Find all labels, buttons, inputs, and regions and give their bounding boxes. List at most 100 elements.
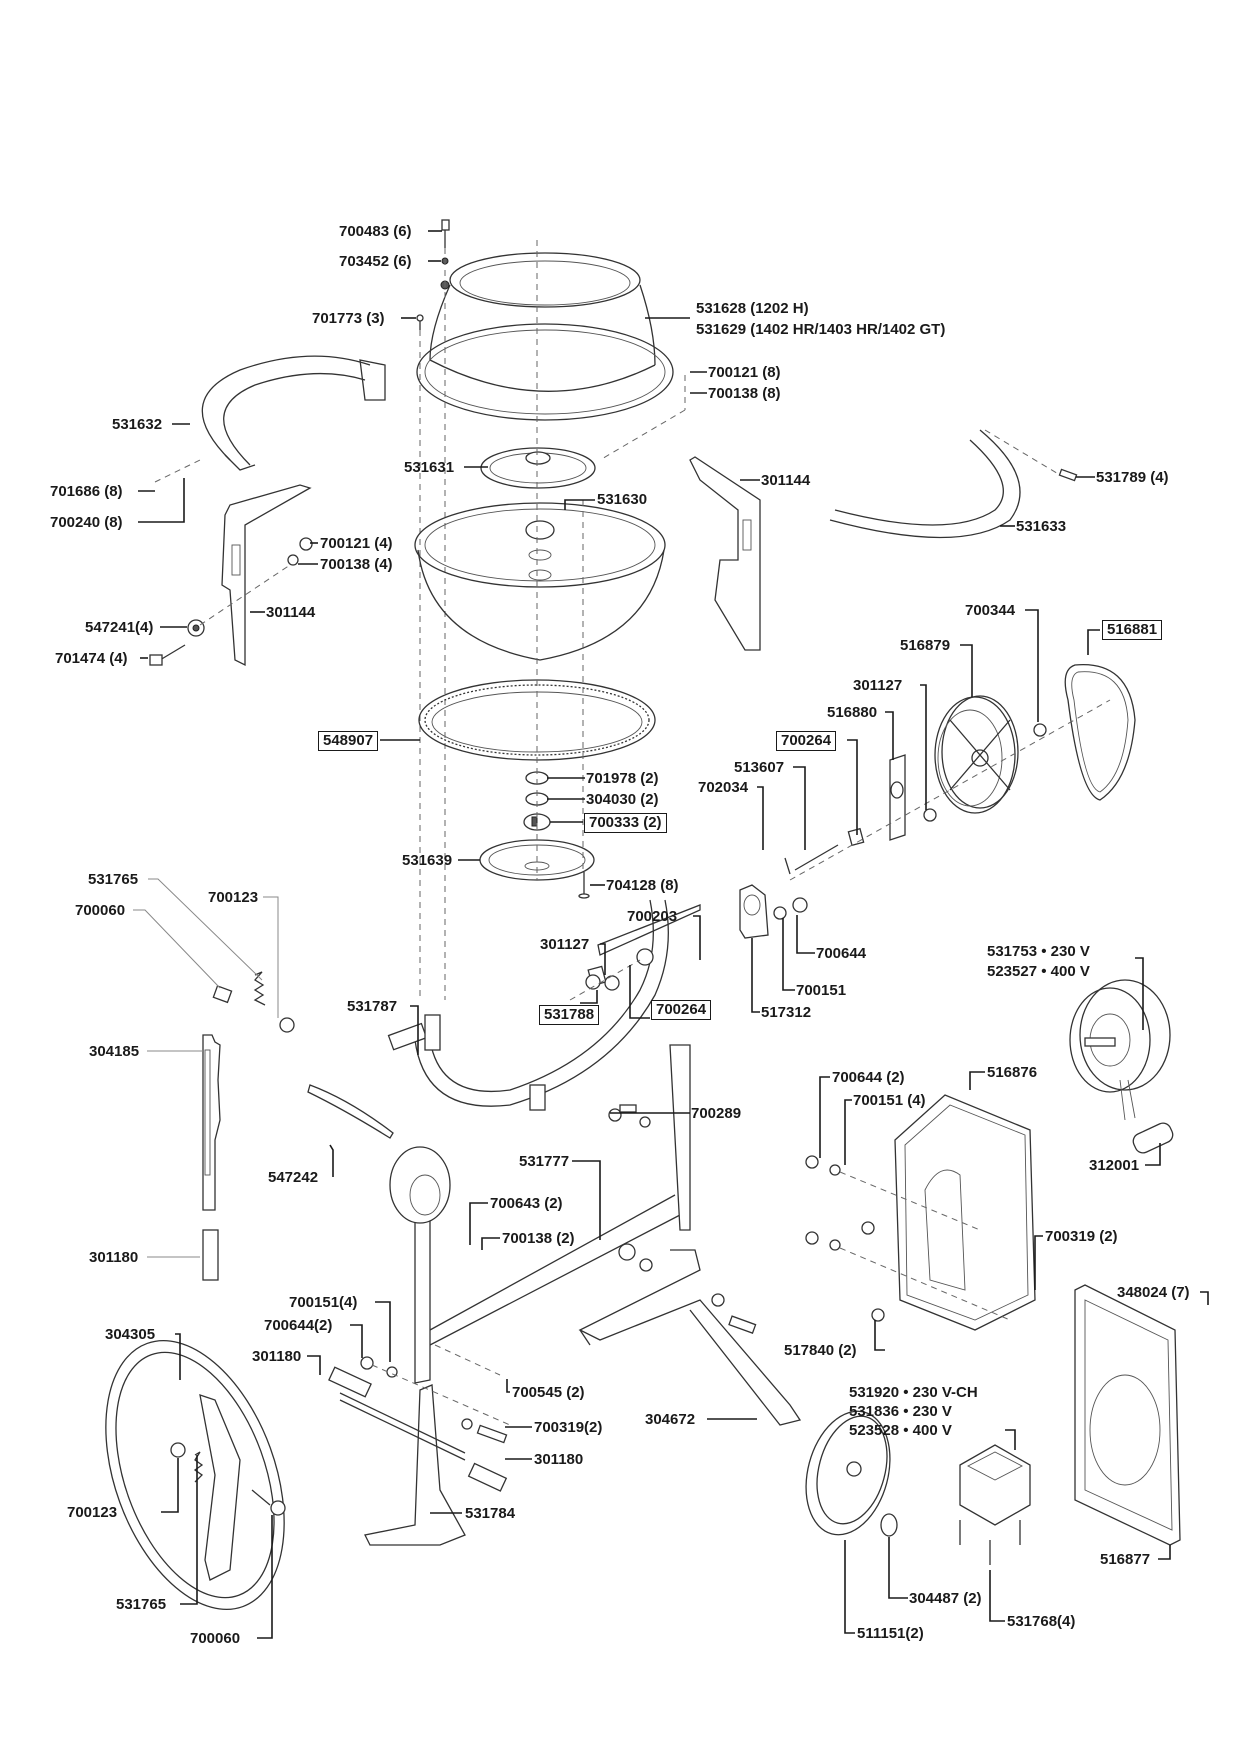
part-label-531777: 531777 [519, 1153, 570, 1170]
plate-531631 [480, 447, 596, 489]
part-label-301144-right: 301144 [761, 472, 811, 489]
part-label-511151: 511151(2) [857, 1625, 924, 1642]
part-label-516877: 516877 [1100, 1551, 1151, 1568]
part-label-700138-8: 700138 (8) [708, 385, 781, 402]
part-label-701978: 701978 (2) [586, 770, 659, 787]
part-label-517840: 517840 (2) [784, 1342, 857, 1359]
pinion-531788 [569, 959, 641, 1001]
part-label-700319-2-housing: 700319 (2) [1045, 1228, 1118, 1245]
part-label-700644-2-frame: 700644(2) [264, 1317, 333, 1334]
nut-washer-left [149, 459, 313, 666]
capacitor-312001 [1132, 1122, 1174, 1154]
hoop-531632 [201, 355, 386, 471]
part-label-531836: 531836 • 230 V [849, 1403, 952, 1420]
part-label-700644: 700644 [816, 945, 867, 962]
part-label-700264-lower: 700264 [651, 1000, 712, 1020]
part-label-301127-lower: 301127 [540, 936, 590, 953]
part-label-304672: 304672 [645, 1411, 696, 1428]
part-label-531787: 531787 [347, 998, 398, 1015]
part-label-700138-2: 700138 (2) [502, 1230, 575, 1247]
part-label-304487: 304487 (2) [909, 1590, 982, 1607]
part-label-548907: 548907 [318, 731, 379, 751]
hoop-531633 [829, 429, 1078, 539]
part-label-701686: 701686 (8) [50, 483, 123, 500]
leg-304672 [578, 1243, 802, 1426]
part-label-700060-upper: 700060 [75, 902, 126, 919]
housing-517312 [739, 884, 808, 939]
cover-516877 [1074, 1284, 1181, 1546]
part-label-700123-upper: 700123 [208, 889, 259, 906]
part-label-700138-4: 700138 (4) [320, 556, 393, 573]
leader-lines [133, 230, 1209, 1639]
part-label-304185: 304185 [89, 1043, 140, 1060]
part-label-531765-lower: 531765 [116, 1596, 167, 1613]
part-label-301144-left: 301144 [266, 604, 316, 621]
part-label-301180-upper: 301180 [89, 1249, 139, 1266]
part-label-531765-upper: 531765 [88, 871, 139, 888]
part-label-304305: 304305 [105, 1326, 156, 1343]
part-label-531628: 531628 (1202 H) [696, 300, 809, 317]
part-label-547242: 547242 [268, 1169, 319, 1186]
clip-700344 [1033, 723, 1047, 737]
foot-stand-531784 [328, 1344, 511, 1546]
part-label-700483: 700483 (6) [339, 223, 412, 240]
part-label-547241: 547241(4) [85, 619, 154, 636]
part-label-704128: 704128 (8) [606, 877, 679, 894]
wheel-511151 [805, 1410, 898, 1537]
part-label-700060-lower: 700060 [190, 1630, 241, 1647]
part-label-531639: 531639 [402, 852, 453, 869]
part-label-701773: 701773 (3) [312, 310, 385, 327]
part-label-531768: 531768(4) [1007, 1613, 1076, 1630]
part-label-304030: 304030 (2) [586, 791, 659, 808]
part-label-301180-lower: 301180 [534, 1451, 584, 1468]
bracket-301144-left [221, 484, 312, 667]
part-label-700240: 700240 (8) [50, 514, 123, 531]
part-label-700151-4: 700151 (4) [853, 1092, 926, 1109]
part-label-312001: 312001 [1089, 1157, 1140, 1174]
strip-547242 [307, 1084, 394, 1139]
pulley-516879 [934, 695, 1019, 814]
part-label-701474: 701474 (4) [55, 650, 128, 667]
part-label-531784: 531784 [465, 1505, 516, 1522]
part-label-513607: 513607 [734, 759, 785, 776]
part-label-531789: 531789 (4) [1096, 469, 1169, 486]
part-label-700123-lower: 700123 [67, 1504, 118, 1521]
part-label-516876: 516876 [987, 1064, 1038, 1081]
part-label-700643: 700643 (2) [490, 1195, 563, 1212]
drum-top-cone [416, 252, 674, 421]
motor-531753 [1069, 979, 1171, 1121]
part-label-700151: 700151 [796, 982, 847, 999]
handle-304185 [202, 1034, 221, 1281]
lever-parts-left [212, 971, 295, 1033]
bolt-700483 [440, 219, 450, 1000]
part-label-703452: 703452 (6) [339, 253, 412, 270]
part-label-531633: 531633 [1016, 518, 1067, 535]
part-label-700121-4: 700121 (4) [320, 535, 393, 552]
part-label-700151-4-frame: 700151(4) [289, 1294, 358, 1311]
housing-516876 [894, 1094, 1036, 1331]
part-label-700344: 700344 [965, 602, 1016, 619]
part-label-516880: 516880 [827, 704, 878, 721]
drive-arm-531787 [387, 899, 701, 1111]
part-label-700319-2-frame: 700319(2) [534, 1419, 603, 1436]
part-label-517312: 517312 [761, 1004, 812, 1021]
part-label-700264-upper: 700264 [776, 731, 837, 751]
part-label-301127-upper: 301127 [853, 677, 903, 694]
part-label-700203: 700203 [627, 908, 678, 925]
part-label-700289: 700289 [691, 1105, 742, 1122]
part-label-531630: 531630 [597, 491, 648, 508]
part-label-531632: 531632 [112, 416, 163, 433]
drum-bowl-531630 [414, 502, 666, 661]
part-label-516881: 516881 [1102, 620, 1163, 640]
switch-531836 [959, 1444, 1031, 1565]
belt-516881 [1064, 663, 1136, 801]
bracket-301144-right [689, 456, 761, 651]
part-label-301180-middle: 301180 [252, 1348, 302, 1365]
part-label-700121-8: 700121 (8) [708, 364, 781, 381]
housing-fasteners [805, 1155, 1011, 1322]
part-label-531631: 531631 [404, 459, 455, 476]
shaft-parts [784, 699, 1111, 881]
part-label-523528: 523528 • 400 V [849, 1422, 952, 1439]
frame-531777 [389, 1044, 691, 1384]
